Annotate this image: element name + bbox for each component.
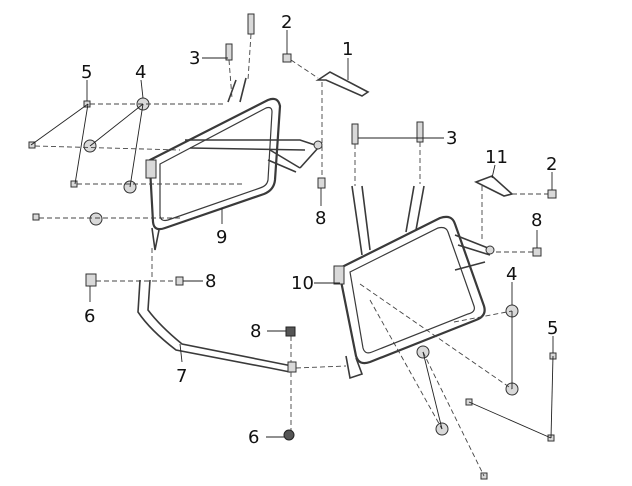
callout-11: 11: [485, 147, 508, 168]
callout-7: 7: [176, 366, 187, 387]
bolt-2-right: [547, 189, 557, 199]
bolt-6-left: [85, 273, 184, 287]
right-frame-mount-eye: [485, 245, 495, 255]
bolt-6-bar: [283, 429, 295, 441]
callout-4-left: 4: [135, 62, 146, 83]
callout-8-center: 8: [315, 208, 326, 229]
callout-2-top: 2: [281, 12, 292, 33]
right-frame-bracket: [333, 265, 345, 285]
left-side-case-frame-9: [145, 77, 323, 251]
crossbar-7: [137, 248, 347, 441]
left-frame-mount-eye: [313, 140, 323, 150]
callout-1: 1: [342, 39, 353, 60]
bolt-2-top: [282, 53, 319, 79]
callout-8-left: 8: [205, 271, 216, 292]
bolt-3-left: [225, 13, 255, 99]
callout-2-right: 2: [546, 154, 557, 175]
callout-6-left: 6: [84, 306, 95, 327]
callout-5-left: 5: [81, 62, 92, 83]
right-side-case-frame-10: [333, 185, 495, 380]
bracket-11: [474, 175, 557, 240]
left-hardware: [28, 97, 245, 226]
callout-3-left: 3: [189, 48, 200, 69]
callout-3-right: 3: [446, 128, 457, 149]
bracket-1: [315, 71, 370, 189]
callouts: 1 2 2 3 3 4 4 5 5 6 6 7 8 8 8 8 9: [81, 12, 558, 448]
nut-8-bar: [285, 326, 296, 337]
callout-9: 9: [216, 227, 227, 248]
nut-8-left: [175, 276, 184, 286]
callout-6-bottom: 6: [248, 427, 259, 448]
nut-8-right: [496, 247, 542, 257]
right-hardware: [359, 283, 557, 480]
callout-4-right: 4: [506, 264, 517, 285]
bolt-3-right: [351, 121, 424, 186]
callout-8-bar: 8: [250, 321, 261, 342]
callout-10: 10: [291, 273, 314, 294]
left-frame-bracket: [145, 159, 157, 179]
callout-5-right: 5: [547, 318, 558, 339]
callout-8-right: 8: [531, 210, 542, 231]
